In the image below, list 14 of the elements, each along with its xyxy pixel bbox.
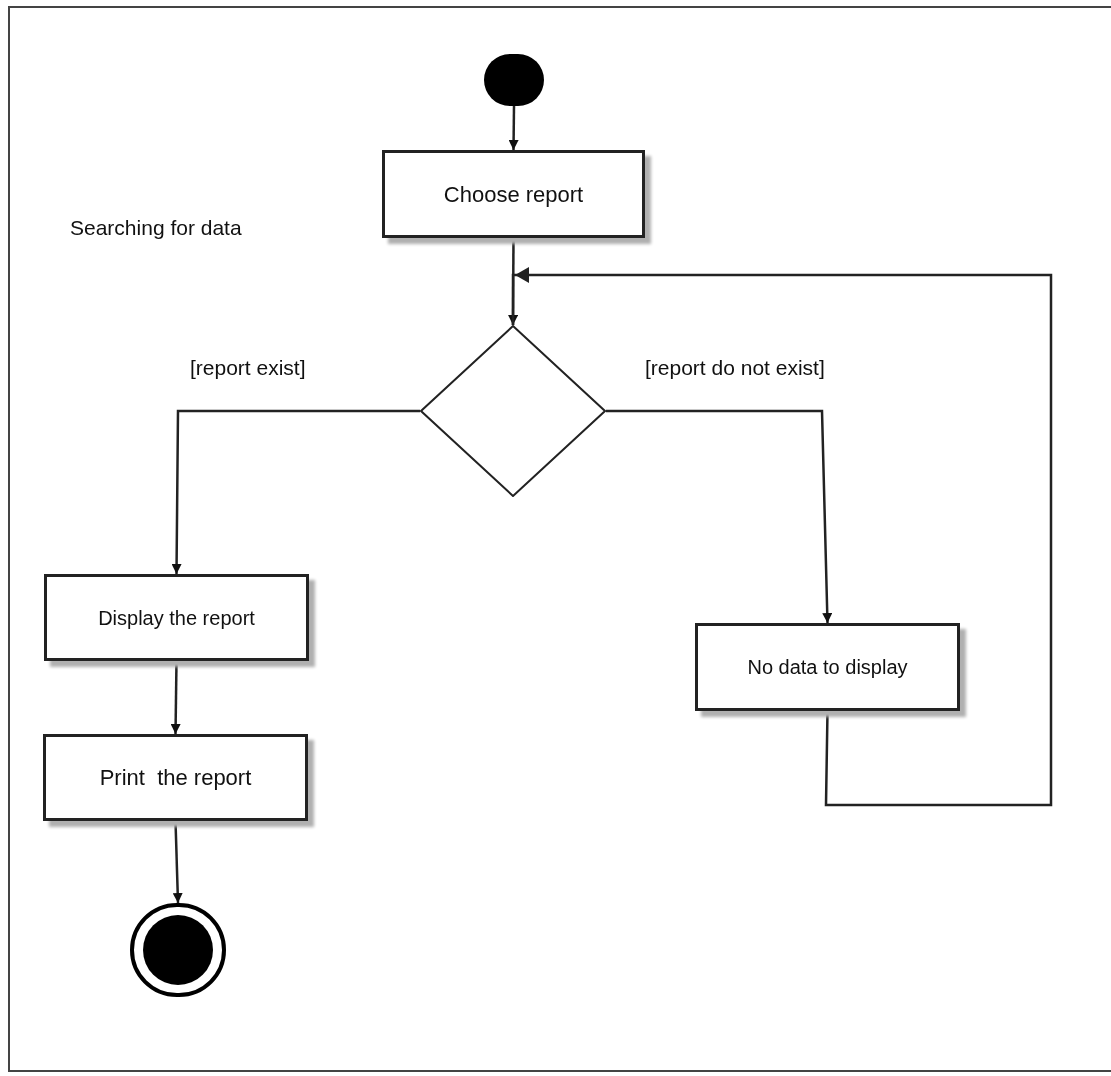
- arrow: [508, 238, 519, 325]
- activity-box: Print the report: [43, 734, 308, 821]
- arrow: [172, 820, 183, 904]
- arrow: [170, 661, 181, 734]
- activity-box: No data to display: [695, 623, 960, 711]
- arrow: [171, 409, 420, 574]
- arrow: [511, 267, 1053, 807]
- decision-diamond: [420, 325, 606, 497]
- activity-box: Display the report: [44, 574, 309, 661]
- arrow: [606, 409, 833, 624]
- activity-box: Choose report: [382, 150, 645, 238]
- arrow: [508, 106, 519, 150]
- section-label: Searching for data: [70, 215, 242, 241]
- initial-node: [484, 54, 544, 106]
